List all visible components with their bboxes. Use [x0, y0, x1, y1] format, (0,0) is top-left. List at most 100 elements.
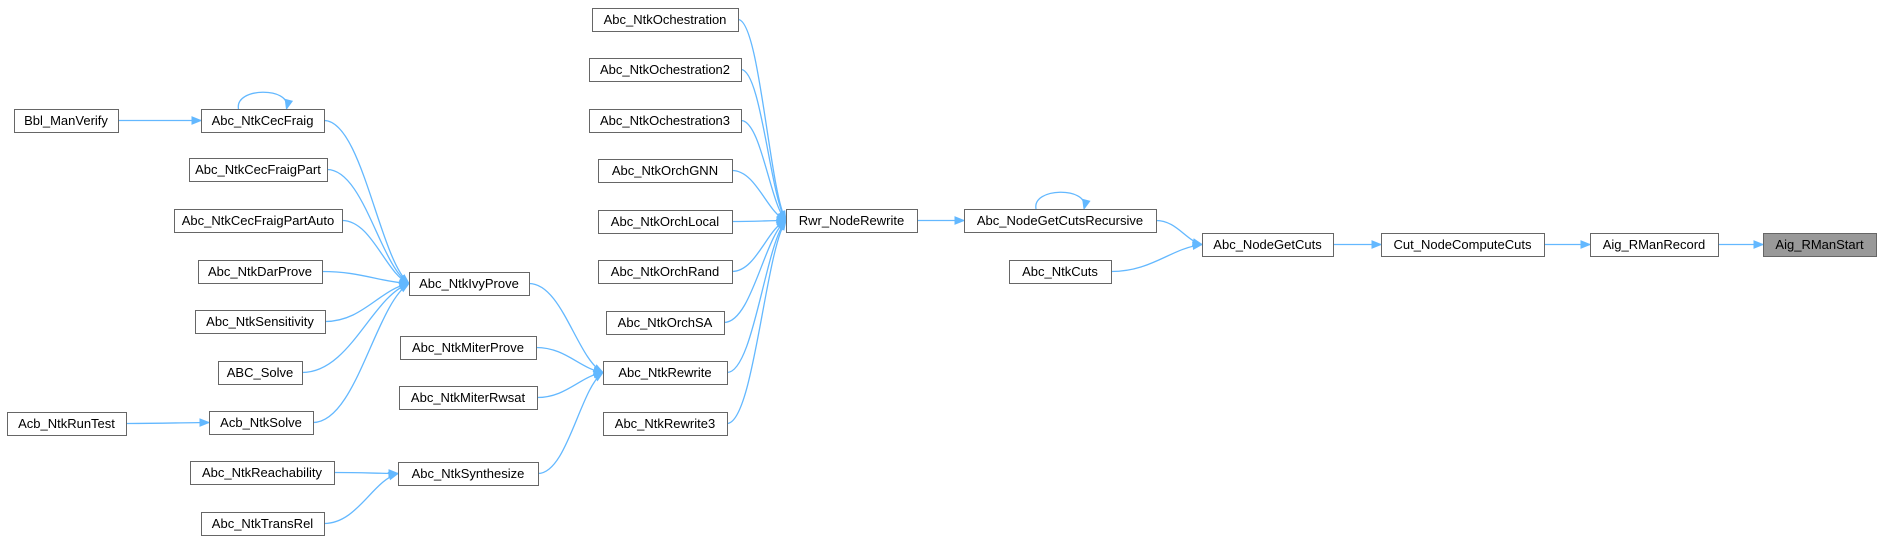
self-loop-abc-node-get-cuts-recursive [1035, 191, 1085, 210]
node-box-abc-ntk-cec-fraig[interactable] [201, 109, 325, 133]
node-label-bbl-man-verify: Bbl_ManVerify [24, 113, 108, 128]
node-label-abc-ntk-cec-fraig-part-auto: Abc_NtkCecFraigPartAuto [182, 213, 334, 228]
node-box-abc-ntk-cec-fraig-part[interactable] [189, 158, 328, 182]
node-label-abc-ntk-miter-rwsat: Abc_NtkMiterRwsat [411, 390, 526, 405]
node-box-abc-ntk-ochestration[interactable] [592, 8, 739, 32]
node-box-abc-ntk-orch-gnn[interactable] [598, 159, 733, 183]
edge-abc-ntk-synthesize-to-abc-ntk-rewrite-arrowhead [592, 371, 605, 382]
edge-abc-ntk-cec-fraig-to-abc-ntk-ivy-prove [323, 119, 410, 285]
node-aig-rman-start[interactable]: Aig_RManStart [1763, 233, 1877, 257]
node-cut-node-compute-cuts[interactable]: Cut_NodeComputeCuts [1381, 233, 1545, 257]
node-box-abc-ntk-sensitivity[interactable] [195, 310, 326, 334]
node-abc-ntk-cec-fraig-part-auto[interactable]: Abc_NtkCecFraigPartAuto [174, 209, 343, 233]
node-acb-ntk-run-test[interactable]: Acb_NtkRunTest [7, 412, 127, 436]
node-abc-ntk-orch-rand[interactable]: Abc_NtkOrchRand [598, 260, 733, 284]
node-label-cut-node-compute-cuts: Cut_NodeComputeCuts [1393, 237, 1532, 252]
node-abc-ntk-reachability[interactable]: Abc_NtkReachability [190, 461, 335, 485]
node-box-abc-ntk-dar-prove[interactable] [198, 260, 323, 284]
node-label-acb-ntk-solve: Acb_NtkSolve [220, 415, 302, 430]
node-box-acb-ntk-solve[interactable] [209, 411, 314, 435]
edge-abc-ntk-trans-rel-to-abc-ntk-synthesize-arrowhead [387, 471, 400, 481]
node-label-aig-rman-start: Aig_RManStart [1775, 237, 1864, 252]
edge-abc-ntk-cuts-to-abc-node-get-cuts-arrowhead [1192, 241, 1204, 251]
node-box-aig-rman-record[interactable] [1590, 233, 1719, 257]
node-abc-ntk-cuts[interactable]: Abc_NtkCuts [1009, 260, 1112, 284]
node-label-abc-ntk-ochestration3: Abc_NtkOchestration3 [600, 113, 730, 128]
edge-bbl-man-verify-to-abc-ntk-cec-fraig-arrowhead [191, 116, 203, 125]
node-label-abc-node-get-cuts: Abc_NodeGetCuts [1213, 237, 1322, 252]
edge-rwr-node-rewrite-to-abc-node-get-cuts-recursive-arrowhead [954, 216, 966, 225]
node-box-abc-ntk-cuts[interactable] [1009, 260, 1112, 284]
node-abc-ntk-ochestration[interactable]: Abc_NtkOchestration [592, 8, 739, 32]
node-label-abc-ntk-orch-rand: Abc_NtkOrchRand [611, 264, 719, 279]
node-box-abc-ntk-ochestration2[interactable] [589, 58, 742, 82]
node-label-abc-ntk-cec-fraig: Abc_NtkCecFraig [212, 113, 314, 128]
node-box-acb-ntk-run-test[interactable] [7, 412, 127, 436]
edge-acb-ntk-run-test-to-acb-ntk-solve [125, 421, 210, 425]
node-abc-ntk-ochestration3[interactable]: Abc_NtkOchestration3 [589, 109, 742, 133]
node-abc-ntk-sensitivity[interactable]: Abc_NtkSensitivity [195, 310, 326, 334]
node-label-abc-ntk-cuts: Abc_NtkCuts [1022, 264, 1098, 279]
node-box-abc-node-get-cuts-recursive[interactable] [964, 209, 1157, 233]
node-box-abc-ntk-cec-fraig-part-auto[interactable] [174, 209, 343, 233]
node-box-cut-node-compute-cuts[interactable] [1381, 233, 1545, 257]
node-abc-ntk-ivy-prove[interactable]: Abc_NtkIvyProve [409, 272, 530, 296]
node-abc-ntk-cec-fraig[interactable]: Abc_NtkCecFraig [201, 109, 325, 133]
edge-abc-ntk-orch-sa-to-rwr-node-rewrite [723, 219, 787, 324]
node-abc-ntk-trans-rel[interactable]: Abc_NtkTransRel [201, 512, 325, 536]
node-abc-node-get-cuts[interactable]: Abc_NodeGetCuts [1202, 233, 1334, 257]
edge-abc-ntk-trans-rel-to-abc-ntk-synthesize [323, 472, 399, 525]
node-label-abc-ntk-miter-prove: Abc_NtkMiterProve [412, 340, 524, 355]
node-label-rwr-node-rewrite: Rwr_NodeRewrite [799, 213, 904, 228]
node-label-abc-ntk-ochestration: Abc_NtkOchestration [604, 12, 727, 27]
node-abc-ntk-dar-prove[interactable]: Abc_NtkDarProve [198, 260, 323, 284]
node-abc-ntk-rewrite[interactable]: Abc_NtkRewrite [603, 361, 728, 385]
node-box-aig-rman-start[interactable] [1763, 233, 1877, 257]
node-box-abc-ntk-orch-local[interactable] [598, 210, 733, 234]
node-label-abc-ntk-ivy-prove: Abc_NtkIvyProve [419, 276, 519, 291]
node-label-abc-ntk-orch-sa: Abc_NtkOrchSA [618, 315, 713, 330]
node-box-abc-ntk-ochestration3[interactable] [589, 109, 742, 133]
node-box-abc-ntk-rewrite3[interactable] [603, 412, 728, 436]
node-box-rwr-node-rewrite[interactable] [786, 209, 918, 233]
node-abc-ntk-orch-local[interactable]: Abc_NtkOrchLocal [598, 210, 733, 234]
node-aig-rman-record[interactable]: Aig_RManRecord [1590, 233, 1719, 257]
node-box-abc-ntk-reachability[interactable] [190, 461, 335, 485]
node-box-abc-ntk-trans-rel[interactable] [201, 512, 325, 536]
node-acb-ntk-solve[interactable]: Acb_NtkSolve [209, 411, 314, 435]
node-abc-solve[interactable]: ABC_Solve [218, 361, 303, 385]
node-abc-ntk-rewrite3[interactable]: Abc_NtkRewrite3 [603, 412, 728, 436]
self-loop-abc-ntk-cec-fraig-arrowhead [284, 98, 294, 111]
node-abc-ntk-orch-gnn[interactable]: Abc_NtkOrchGNN [598, 159, 733, 183]
node-box-abc-ntk-orch-sa[interactable] [606, 311, 725, 335]
node-abc-ntk-cec-fraig-part[interactable]: Abc_NtkCecFraigPart [189, 158, 328, 182]
node-box-abc-ntk-ivy-prove[interactable] [409, 272, 530, 296]
node-box-abc-ntk-synthesize[interactable] [398, 462, 539, 486]
node-box-abc-ntk-miter-rwsat[interactable] [399, 386, 538, 410]
node-box-abc-ntk-miter-prove[interactable] [400, 336, 537, 360]
node-rwr-node-rewrite[interactable]: Rwr_NodeRewrite [786, 209, 918, 233]
edge-abc-ntk-ochestration2-to-rwr-node-rewrite [740, 68, 787, 221]
self-loop-abc-node-get-cuts-recursive-arrowhead [1082, 198, 1091, 211]
node-abc-ntk-miter-rwsat[interactable]: Abc_NtkMiterRwsat [399, 386, 538, 410]
node-box-abc-node-get-cuts[interactable] [1202, 233, 1334, 257]
edge-layer [118, 18, 1765, 525]
edge-abc-node-get-cuts-to-cut-node-compute-cuts-arrowhead [1371, 240, 1383, 249]
node-abc-ntk-ochestration2[interactable]: Abc_NtkOchestration2 [589, 58, 742, 82]
node-box-bbl-man-verify[interactable] [14, 109, 119, 133]
edge-abc-ntk-miter-prove-to-abc-ntk-rewrite [535, 346, 604, 374]
node-box-abc-ntk-rewrite[interactable] [603, 361, 728, 385]
edge-abc-ntk-cuts-to-abc-node-get-cuts [1110, 243, 1203, 273]
node-abc-ntk-orch-sa[interactable]: Abc_NtkOrchSA [606, 311, 725, 335]
edge-acb-ntk-run-test-to-acb-ntk-solve-arrowhead [199, 418, 211, 427]
node-abc-node-get-cuts-recursive[interactable]: Abc_NodeGetCutsRecursive [964, 209, 1157, 233]
node-box-abc-solve[interactable] [218, 361, 303, 385]
node-abc-ntk-miter-prove[interactable]: Abc_NtkMiterProve [400, 336, 537, 360]
node-label-abc-ntk-rewrite: Abc_NtkRewrite [618, 365, 711, 380]
node-box-abc-ntk-orch-rand[interactable] [598, 260, 733, 284]
node-abc-ntk-synthesize[interactable]: Abc_NtkSynthesize [398, 462, 539, 486]
edge-abc-ntk-sensitivity-to-abc-ntk-ivy-prove [324, 282, 410, 323]
node-label-abc-ntk-orch-local: Abc_NtkOrchLocal [611, 214, 719, 229]
node-bbl-man-verify[interactable]: Bbl_ManVerify [14, 109, 119, 133]
